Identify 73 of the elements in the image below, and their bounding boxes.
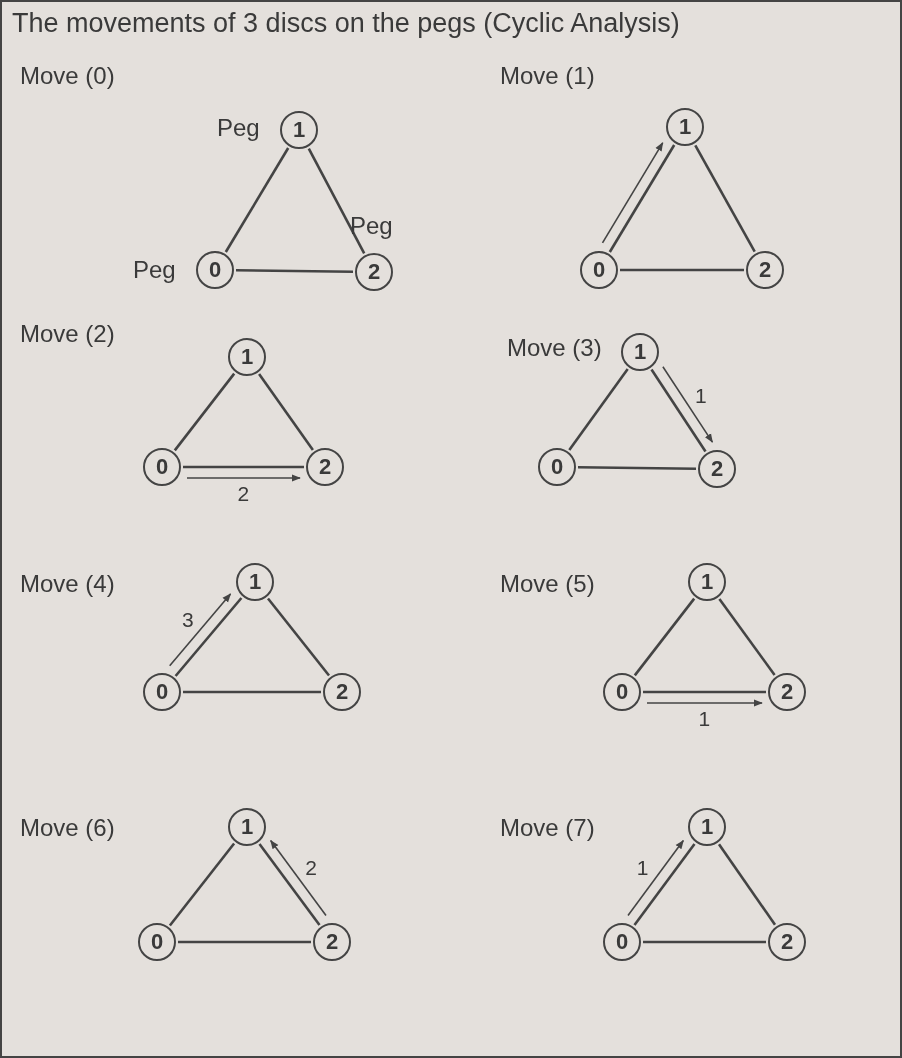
peg-circle: 0 [580,251,618,289]
peg-circle: 0 [138,923,176,961]
edge-label: 1 [698,707,711,731]
peg-circle: 2 [313,923,351,961]
edge-label: 2 [237,482,250,506]
triangle-side [258,373,314,451]
peg-circle: 1 [280,111,318,149]
triangle-side [258,843,321,926]
triangle-side [633,843,696,926]
move-label: Move (5) [500,570,595,598]
peg-circle: 1 [688,808,726,846]
move-label: Move (7) [500,814,595,842]
peg-circle: 2 [698,450,736,488]
move-label: Move (6) [20,814,115,842]
peg-circle: 1 [688,563,726,601]
move-arrow [269,839,327,917]
move-arrow [646,699,763,707]
peg-circle: 0 [143,673,181,711]
move-arrow [662,366,714,443]
peg-circle: 1 [666,108,704,146]
move-arrow [601,142,664,244]
move-label: Move (2) [20,320,115,348]
move-label: Move (4) [20,570,115,598]
peg-circle: 0 [603,673,641,711]
peg-label: Peg [217,114,260,142]
move-label: Move (3) [507,334,602,362]
triangle-side [643,940,766,944]
peg-circle: 2 [746,251,784,289]
move-label: Move (0) [20,62,115,90]
peg-circle: 2 [768,923,806,961]
triangle-side [717,843,777,926]
peg-circle: 1 [621,333,659,371]
triangle-side [178,940,311,944]
triangle-side [650,368,707,453]
triangle-side [718,598,776,676]
peg-label: Peg [350,212,393,240]
peg-label: Peg [133,256,176,284]
peg-circle: 0 [603,923,641,961]
peg-circle: 2 [306,448,344,486]
triangle-side [578,466,696,470]
peg-circle: 1 [228,808,266,846]
peg-circle: 0 [143,448,181,486]
triangle-side [173,372,236,452]
move-arrow [627,839,685,917]
peg-circle: 2 [768,673,806,711]
triangle-side [633,597,696,677]
triangle-side [620,268,744,272]
move-label: Move (1) [500,62,595,90]
triangle-side [183,465,304,469]
peg-circle: 1 [236,563,274,601]
peg-circle: 0 [538,448,576,486]
triangle-side [168,842,236,927]
triangle-side [224,147,290,253]
move-arrow [168,593,232,667]
peg-circle: 2 [355,253,393,291]
triangle-side [183,690,321,694]
move-arrow [186,474,301,482]
triangle-side [694,144,756,253]
edge-label: 2 [305,856,317,881]
triangle-side [568,368,629,451]
title: The movements of 3 discs on the pegs (Cyclic Analysis) [12,8,680,39]
triangle-side [643,690,766,694]
peg-circle: 0 [196,251,234,289]
triangle-side [608,144,676,253]
edge-label: 3 [181,607,194,632]
peg-circle: 2 [323,673,361,711]
edge-label: 1 [695,383,707,408]
peg-circle: 1 [228,338,266,376]
triangle-side [236,269,353,273]
triangle-side [174,597,243,677]
triangle-side [267,597,330,677]
triangle-side [307,148,366,254]
edge-label: 1 [636,856,649,881]
